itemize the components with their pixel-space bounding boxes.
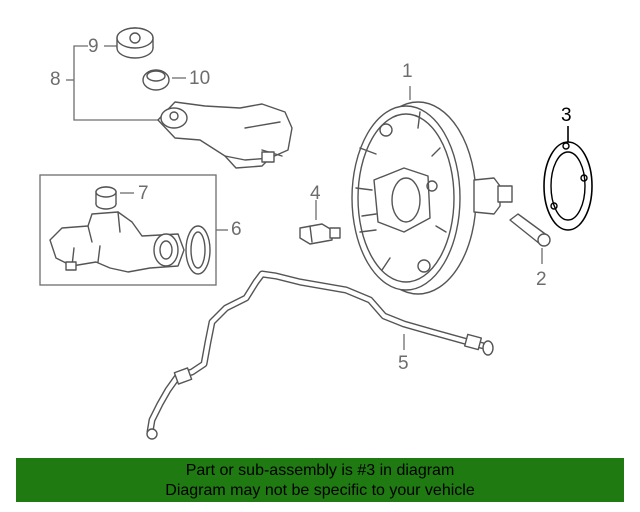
reservoir-cap-part-9[interactable] (104, 27, 154, 59)
callout-1: 1 (402, 61, 413, 82)
fluid-reservoir[interactable] (157, 101, 293, 169)
callout-8: 8 (50, 69, 61, 90)
brake-booster-part-1[interactable] (351, 86, 513, 295)
callout-10: 10 (189, 68, 211, 89)
gasket-part-3[interactable] (543, 126, 593, 231)
banner-line-2: Diagram may not be specific to your vehi… (165, 482, 475, 499)
callout-9: 9 (88, 36, 99, 57)
info-banner: Part or sub-assembly is #3 in diagram Di… (16, 458, 624, 502)
plug-part-7[interactable] (95, 186, 134, 210)
callout-4: 4 (310, 183, 321, 204)
callout-3: 3 (561, 105, 572, 126)
stud-part-2[interactable] (509, 213, 551, 264)
callout-8-bracket (66, 45, 160, 121)
callout-2: 2 (536, 269, 547, 290)
sensor-part-4[interactable] (299, 200, 341, 245)
master-cylinder-part-6[interactable] (49, 211, 211, 275)
callout-5: 5 (398, 353, 409, 374)
callout-6: 6 (231, 219, 242, 240)
parts-diagram (39, 27, 593, 440)
seal-part-10[interactable] (142, 69, 186, 91)
banner-line-1: Part or sub-assembly is #3 in diagram (185, 462, 455, 479)
callout-7: 7 (138, 183, 149, 204)
vacuum-hose-part-5[interactable] (146, 270, 494, 440)
